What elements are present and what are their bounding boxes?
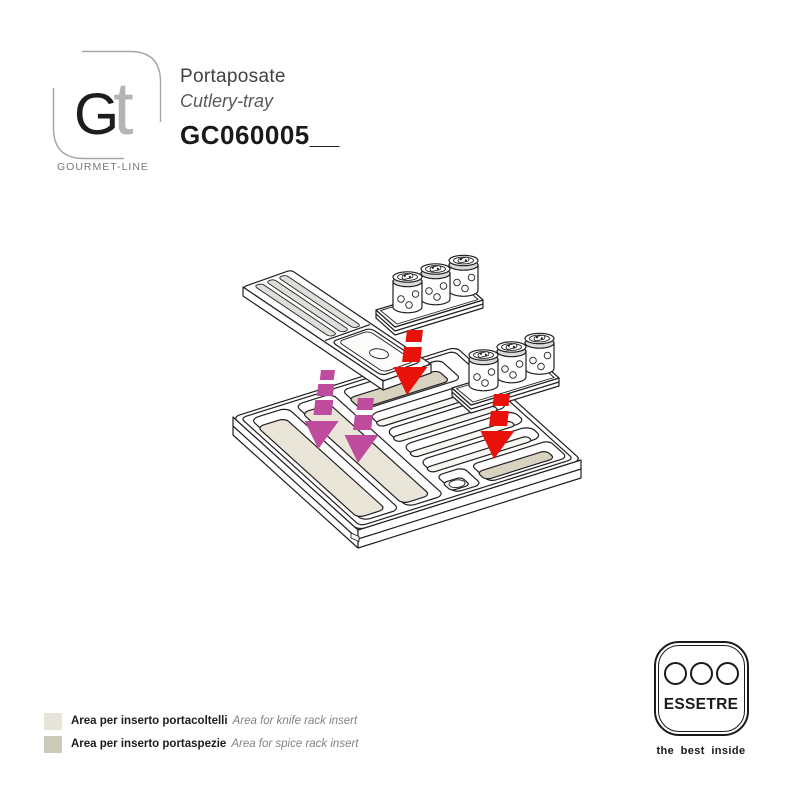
brand-tagline: GOURMET-LINE <box>57 161 149 173</box>
logo-letter-t: t <box>113 67 134 150</box>
spice-rack-area-2 <box>469 440 567 482</box>
insertion-arrow-red-1 <box>393 330 428 395</box>
essetre-logo-frame: ESSETRE <box>653 641 749 736</box>
insertion-arrow-red-2 <box>480 394 515 459</box>
logo-monogram: Gt <box>74 72 134 146</box>
essetre-name: ESSETRE <box>663 696 739 713</box>
insertion-arrow-magenta-1 <box>304 370 339 449</box>
knife-rack-insert <box>243 270 431 390</box>
legend-item-knife-rack: Area per inserto portacoltelli Area for … <box>44 712 359 730</box>
legend: Area per inserto portacoltelli Area for … <box>44 712 359 758</box>
spice-area-swatch <box>44 735 62 753</box>
small-compartment <box>435 467 482 493</box>
legend-label-english: Area for spice rack insert <box>231 738 359 750</box>
gourmet-line-logo: Gt <box>52 50 162 160</box>
knife-rack-area-1 <box>249 408 400 522</box>
essetre-tagline: the best inside <box>656 745 746 757</box>
essetre-circles-icon <box>656 662 747 685</box>
product-header: Portaposate Cutlery-tray GC060005__ <box>180 66 340 151</box>
knife-area-swatch <box>44 712 62 730</box>
essetre-circle-icon <box>663 662 687 685</box>
legend-label-italian: Area per inserto portacoltelli <box>71 715 228 727</box>
product-name-english: Cutlery-tray <box>180 91 274 111</box>
legend-label-italian: Area per inserto portaspezie <box>71 738 227 750</box>
insertion-arrow-magenta-2 <box>344 398 379 463</box>
product-name-italian: Portaposate <box>180 66 286 87</box>
essetre-logo: ESSETRE the best inside <box>650 641 752 757</box>
essetre-circle-icon <box>715 662 739 685</box>
essetre-logo-inner-frame <box>657 645 745 732</box>
essetre-circle-icon <box>689 662 713 685</box>
legend-label-english: Area for knife rack insert <box>232 715 358 727</box>
legend-item-spice-rack: Area per inserto portaspezie Area for sp… <box>44 735 359 753</box>
product-code: GC060005__ <box>180 120 340 150</box>
logo-letter-g: G <box>74 82 119 147</box>
logo-frame-arcs <box>52 50 162 160</box>
spice-rack-insert-1 <box>376 255 483 335</box>
